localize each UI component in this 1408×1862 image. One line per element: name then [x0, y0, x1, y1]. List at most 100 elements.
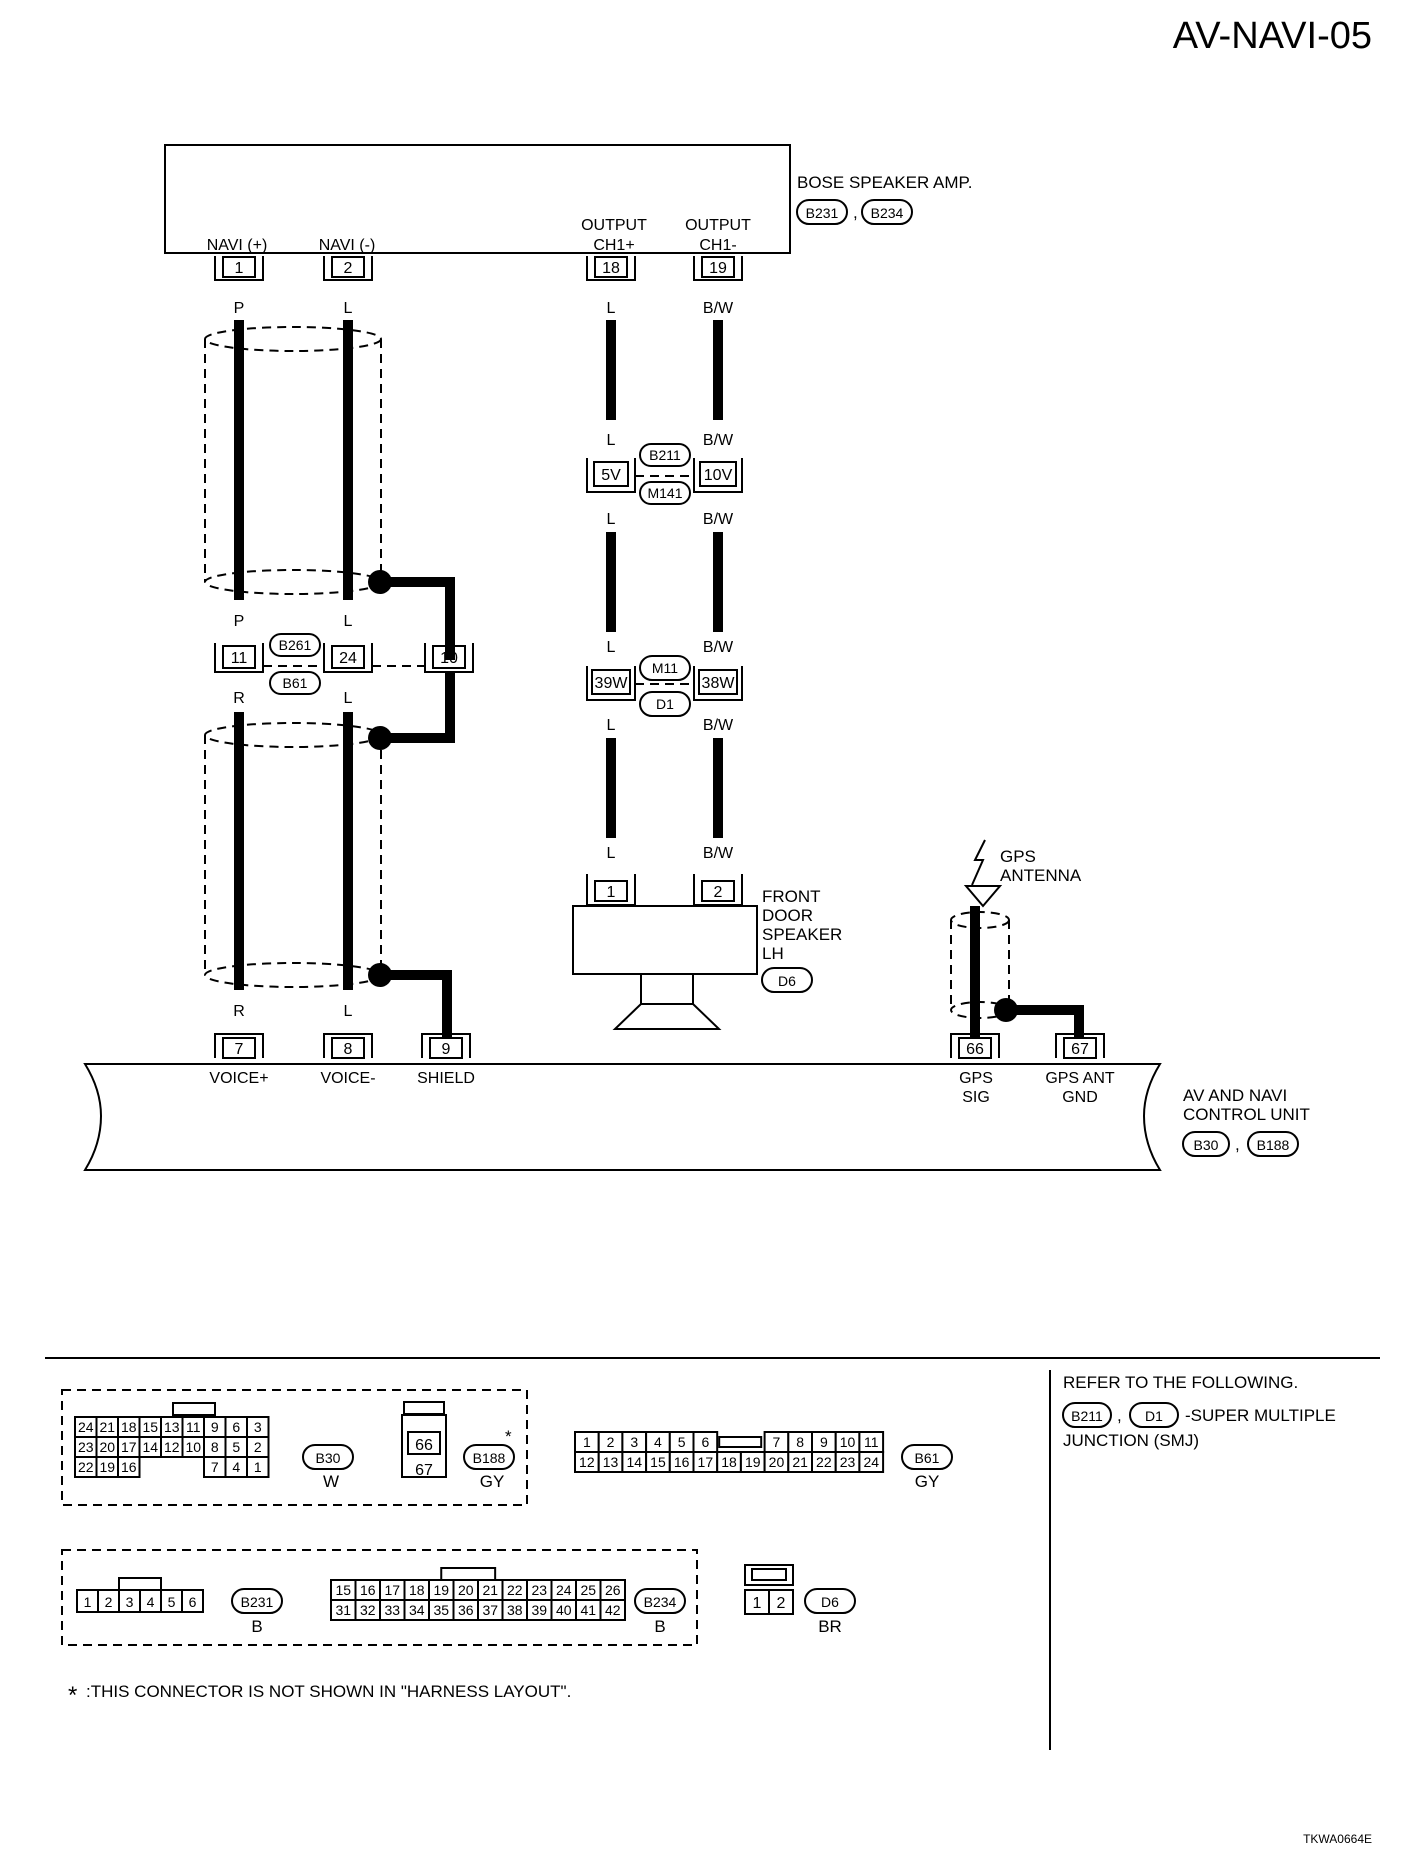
svg-text:9: 9 [442, 1041, 451, 1058]
speaker-body [572, 905, 758, 975]
terminal-pin-19: 19 [693, 256, 743, 281]
b234-pin-label: 24 [556, 1582, 572, 1598]
b61-pin-label: 1 [583, 1434, 591, 1450]
connector-group-b231-b234 [61, 1549, 698, 1646]
svg-text:,: , [1117, 1406, 1122, 1425]
b234-pin-label: 41 [580, 1602, 596, 1618]
bose-amp-box [164, 144, 791, 254]
svg-text:1: 1 [607, 884, 616, 901]
b234-pin-label: 36 [458, 1602, 474, 1618]
connector-m11-label: M11 [652, 660, 678, 676]
b30-pin-label: 12 [164, 1439, 180, 1455]
svg-text:,: , [1235, 1135, 1240, 1154]
b231-pin-label: 4 [147, 1594, 155, 1610]
shield-upper-bottom [204, 569, 382, 595]
b234-pin-label: 17 [384, 1582, 400, 1598]
connector-group-b30-b188 [61, 1389, 528, 1506]
b30-pin-label: 1 [254, 1459, 262, 1475]
svg-text:FRONT: FRONT [762, 887, 821, 906]
svg-text:L: L [607, 432, 616, 449]
speaker-cone [612, 1003, 722, 1030]
b234-pin-label: 40 [556, 1602, 572, 1618]
b61-pin-label: 5 [678, 1434, 686, 1450]
b234-pin-label: 18 [409, 1582, 425, 1598]
page-code: AV-NAVI-05 [1173, 15, 1372, 57]
b30-pin-label: 13 [164, 1419, 180, 1435]
connector-d6-label: D6 [778, 973, 796, 989]
connector-view-b231-label: B231 [241, 1594, 274, 1610]
svg-text:5V: 5V [601, 467, 621, 484]
connector-badge-b234 [861, 199, 913, 225]
terminal-name-voice-minus: VOICE- [320, 1070, 375, 1087]
b30-pin-label: 16 [121, 1459, 137, 1475]
b30-pin-label: 8 [211, 1439, 219, 1455]
b234-pin-label: 16 [360, 1582, 376, 1598]
b61-pin-label: 9 [820, 1434, 828, 1450]
wire-color-r-bottom: R [233, 1003, 245, 1020]
connector-b234-label: B234 [871, 205, 904, 221]
control-unit-box [83, 1063, 1162, 1171]
b234-pin-label: 32 [360, 1602, 376, 1618]
terminal-name-gps-sig-2: SIG [962, 1089, 990, 1106]
svg-text:B/W: B/W [703, 511, 734, 528]
connector-view-b61-color: GY [915, 1472, 940, 1491]
terminal-name-output-ch1m-line2: CH1- [699, 237, 736, 254]
b30-cell [246, 1456, 270, 1478]
connector-separator: , [853, 203, 858, 222]
b61-pin-label: 7 [773, 1434, 781, 1450]
b234-pin-label: 20 [458, 1582, 474, 1598]
terminal-name-gps-ant-gnd-1: GPS ANT [1045, 1070, 1115, 1087]
b30-pin-label: 2 [254, 1439, 262, 1455]
svg-text:7: 7 [235, 1041, 244, 1058]
connector-view-b231-color: B [251, 1617, 262, 1636]
b234-pin-label: 39 [531, 1602, 547, 1618]
wire-color-p-mid: P [234, 613, 245, 630]
b231-pin-label: 5 [168, 1594, 176, 1610]
b30-pin-label: 3 [254, 1419, 262, 1435]
terminal-name-gps-ant-gnd-2: GND [1062, 1089, 1098, 1106]
b234-latch [440, 1567, 497, 1581]
b61-pin-label: 11 [864, 1434, 879, 1450]
svg-text:JUNCTION (SMJ): JUNCTION (SMJ) [1063, 1431, 1199, 1450]
svg-text:B/W: B/W [703, 432, 734, 449]
refer-connector-d1: D1 [1145, 1408, 1163, 1424]
terminal-pin-18: 18 [586, 256, 636, 281]
connector-badge-b231 [796, 199, 848, 225]
antenna-symbol-icon [963, 885, 1003, 908]
b61-pin-label: 10 [840, 1434, 856, 1450]
svg-text:SPEAKER: SPEAKER [762, 925, 842, 944]
svg-text:67: 67 [415, 1462, 433, 1479]
connector-b261-label: B261 [279, 637, 312, 653]
connector-view-d6-color: BR [818, 1617, 842, 1636]
svg-text:66: 66 [415, 1437, 433, 1454]
b61-pin-label: 14 [626, 1454, 642, 1470]
b231-pin-label: 2 [105, 1594, 113, 1610]
connector-view-b61-label: B61 [915, 1450, 940, 1466]
cu-terminal-7: 7 [214, 1033, 264, 1059]
b231-pin-label: 3 [126, 1594, 134, 1610]
svg-text:39W: 39W [595, 675, 629, 692]
connector-view-b234-label: B234 [644, 1594, 677, 1610]
terminal-pin-2: 2 [323, 256, 373, 281]
b61-latch [718, 1436, 763, 1448]
svg-text:B/W: B/W [703, 639, 734, 656]
b234-pin-label: 21 [482, 1582, 498, 1598]
b30-pin-label: 22 [78, 1459, 94, 1475]
connector-view-d6-label: D6 [821, 1594, 839, 1610]
connector-b61-label: B61 [283, 675, 308, 691]
svg-text:38W: 38W [702, 675, 736, 692]
b234-pin-label: 31 [335, 1602, 351, 1618]
wire-color-l-mid: L [344, 613, 353, 630]
svg-text:DOOR: DOOR [762, 906, 813, 925]
b61-pin-label: 6 [701, 1434, 709, 1450]
b234-pin-label: 19 [433, 1582, 449, 1598]
b234-pin-label: 35 [433, 1602, 449, 1618]
svg-text:B/W: B/W [703, 717, 734, 734]
b61-pin-label: 23 [840, 1454, 856, 1470]
b61-pin-label: 21 [792, 1454, 808, 1470]
b231-pin-label: 1 [84, 1594, 92, 1610]
wire-color-l-bottom: L [344, 1003, 353, 1020]
terminal-pin-1: 1 [214, 256, 264, 281]
